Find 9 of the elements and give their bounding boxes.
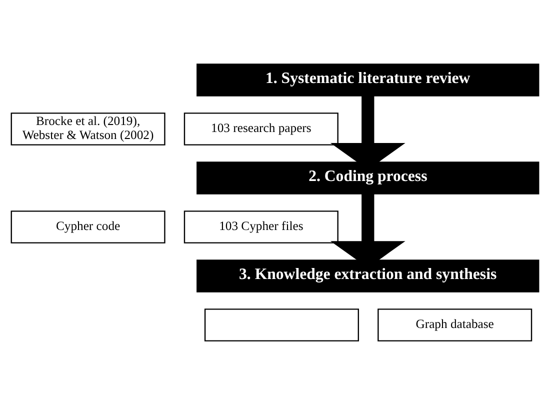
node-box: Brocke et al. (2019), Webster & Watson (2002) <box>10 112 166 146</box>
node-box: 103 research papers <box>184 112 338 146</box>
node-box: 2. Coding process <box>196 162 540 194</box>
node-box: Graph database <box>378 308 532 342</box>
node-box: 103 Cypher files <box>184 210 338 244</box>
node-box: 1. Systematic literature review <box>196 64 540 96</box>
node-box: Cypher code <box>10 210 166 244</box>
node-box <box>204 308 359 342</box>
node-box: 3. Knowledge extraction and synthesis <box>196 260 540 292</box>
